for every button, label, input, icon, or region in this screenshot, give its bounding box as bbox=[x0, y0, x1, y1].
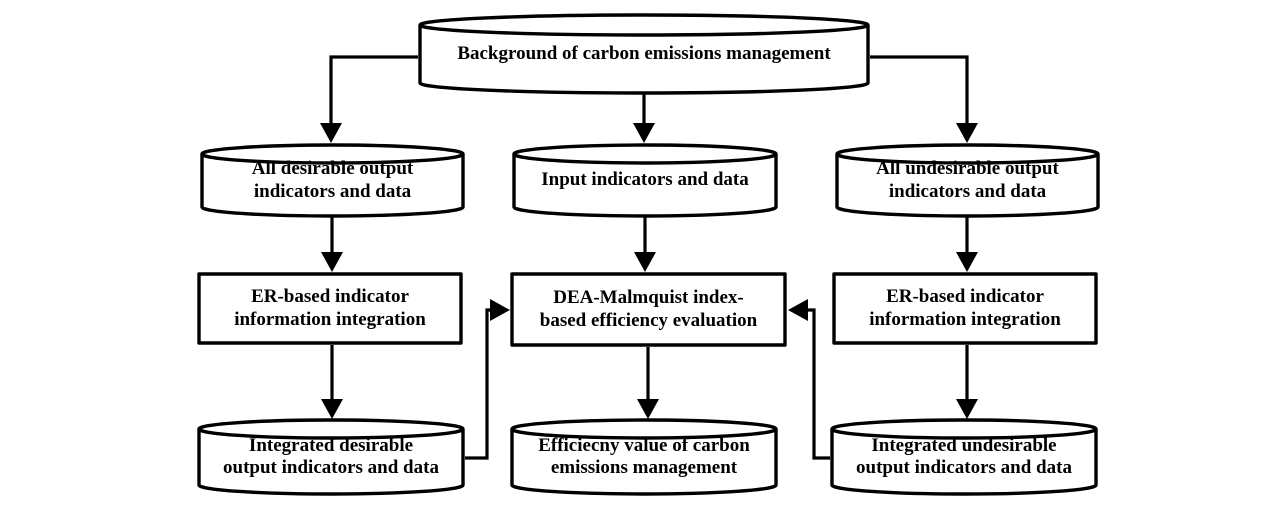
node-er-right-label: ER-based indicator information integrati… bbox=[869, 286, 1061, 330]
node-integrated-desirable: Integrated desirable output indicators a… bbox=[197, 418, 465, 496]
edge-background-to-all-undesirable-line bbox=[870, 55, 969, 126]
edge-all-desirable-to-er-left-arrowhead bbox=[321, 252, 343, 272]
edge-background-to-all-desirable-arrowhead bbox=[320, 123, 342, 143]
node-dea: DEA-Malmquist index- based efficiency ev… bbox=[510, 272, 787, 347]
edge-er-left-to-integrated-desirable-arrowhead bbox=[321, 399, 343, 419]
node-efficiency-value-label: Efficiecny value of carbon emissions man… bbox=[538, 434, 750, 478]
cylinder-shape bbox=[512, 143, 778, 218]
cylinder-shape bbox=[835, 143, 1100, 218]
node-er-left-label: ER-based indicator information integrati… bbox=[234, 286, 426, 330]
edge-background-to-all-undesirable-arrowhead bbox=[956, 123, 978, 143]
node-input-label: Input indicators and data bbox=[541, 169, 749, 191]
cylinder-shape bbox=[197, 418, 465, 496]
node-efficiency-value: Efficiecny value of carbon emissions man… bbox=[510, 418, 778, 496]
edge-background-to-all-desirable-line bbox=[329, 55, 418, 126]
node-integrated-undesirable: Integrated undesirable output indicators… bbox=[830, 418, 1098, 496]
edge-integrated-desirable-to-dea-line bbox=[465, 308, 492, 460]
rectangle-shape bbox=[832, 272, 1098, 345]
node-background-label: Background of carbon emissions managemen… bbox=[457, 42, 831, 64]
node-er-right: ER-based indicator information integrati… bbox=[832, 272, 1098, 345]
edge-integrated-desirable-to-dea-arrowhead bbox=[490, 299, 510, 321]
cylinder-shape bbox=[418, 13, 870, 95]
node-all-undesirable-label: All undesirable output indicators and da… bbox=[876, 158, 1059, 202]
node-integrated-desirable-label: Integrated desirable output indicators a… bbox=[223, 434, 439, 478]
edge-dea-to-efficiency-value-arrowhead bbox=[637, 399, 659, 419]
rectangle-shape bbox=[510, 272, 787, 347]
rectangle-shape bbox=[197, 272, 463, 345]
node-background: Background of carbon emissions managemen… bbox=[418, 13, 870, 95]
edge-background-to-input-arrowhead bbox=[633, 123, 655, 143]
node-integrated-undesirable-label: Integrated undesirable output indicators… bbox=[856, 434, 1072, 478]
node-dea-label: DEA-Malmquist index- based efficiency ev… bbox=[539, 287, 758, 331]
edge-integrated-undesirable-to-dea-arrowhead bbox=[788, 299, 808, 321]
node-er-left: ER-based indicator information integrati… bbox=[197, 272, 463, 345]
cylinder-shape bbox=[830, 418, 1098, 496]
edge-all-undesirable-to-er-right-arrowhead bbox=[956, 252, 978, 272]
node-input: Input indicators and data bbox=[512, 143, 778, 218]
cylinder-shape bbox=[510, 418, 778, 496]
node-all-undesirable: All undesirable output indicators and da… bbox=[835, 143, 1100, 218]
node-all-desirable-label: All desirable output indicators and data bbox=[251, 158, 414, 202]
edge-integrated-undesirable-to-dea-line bbox=[808, 308, 830, 460]
cylinder-shape bbox=[200, 143, 465, 218]
edge-er-right-to-integrated-undesirable-arrowhead bbox=[956, 399, 978, 419]
edge-input-to-dea-arrowhead bbox=[634, 252, 656, 272]
node-all-desirable: All desirable output indicators and data bbox=[200, 143, 465, 218]
